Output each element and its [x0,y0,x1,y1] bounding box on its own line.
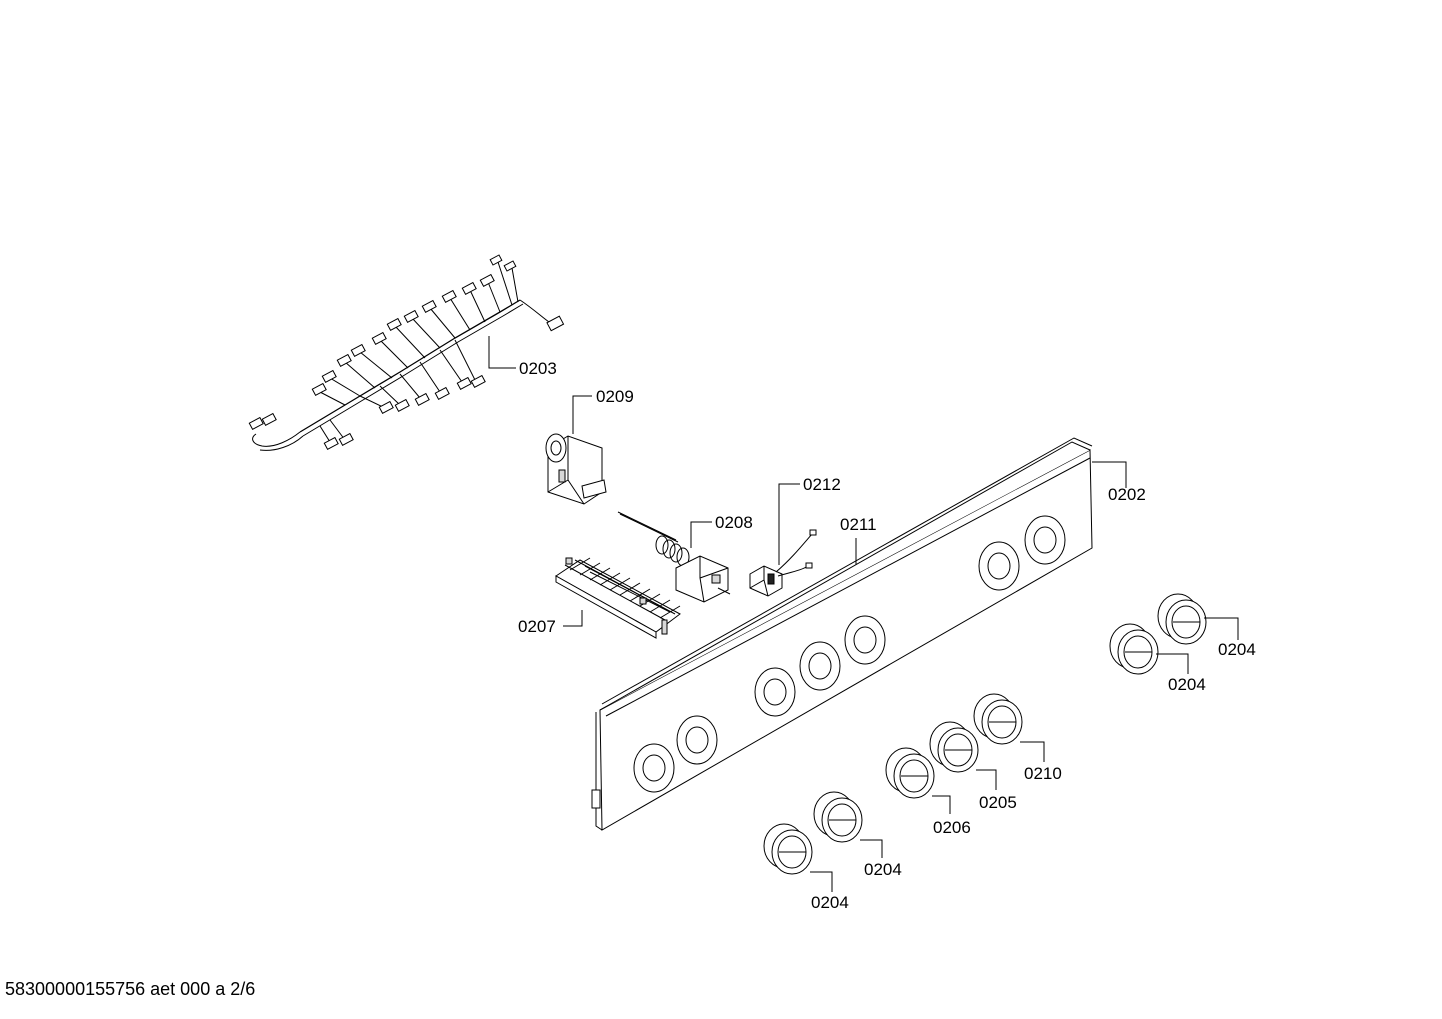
thermostat: 0208 [617,511,753,603]
document-reference: 58300000155756 aet 000 a 2/6 [5,979,256,999]
label-knob-left-upper: 0204 [864,860,902,879]
knob-0210: 0210 [973,693,1062,783]
label-knob-right-lower: 0204 [1168,675,1206,694]
label-0202: 0202 [1108,485,1146,504]
knob-left-upper: 0204 [813,791,902,879]
knob-left-lower: 0204 [763,823,849,912]
label-0208: 0208 [715,513,753,532]
knob-right-lower: 0204 [1109,623,1206,694]
terminal-block: 0207 [518,557,681,639]
label-0210: 0210 [1024,764,1062,783]
label-0203: 0203 [519,359,557,378]
label-0212: 0212 [803,475,841,494]
knob-0206: 0206 [885,747,971,837]
label-0206: 0206 [933,818,971,837]
control-knobs: 0204 0204 0210 0205 [763,593,1256,912]
knob-0205: 0205 [929,721,1017,812]
knob-right-upper: 0204 [1157,593,1256,659]
label-0209: 0209 [596,387,634,406]
label-knob-left-lower: 0204 [811,893,849,912]
panel-knob-holes [633,515,1066,793]
switch-component: 0212 [749,475,841,597]
label-0211: 0211 [840,515,877,534]
label-knob-right-upper: 0204 [1218,640,1256,659]
wiring-harness: 0203 [248,254,565,451]
control-panel: 0202 [591,437,1146,831]
label-0205: 0205 [979,793,1017,812]
label-0207: 0207 [518,617,556,636]
motor-unit: 0209 [545,387,634,505]
